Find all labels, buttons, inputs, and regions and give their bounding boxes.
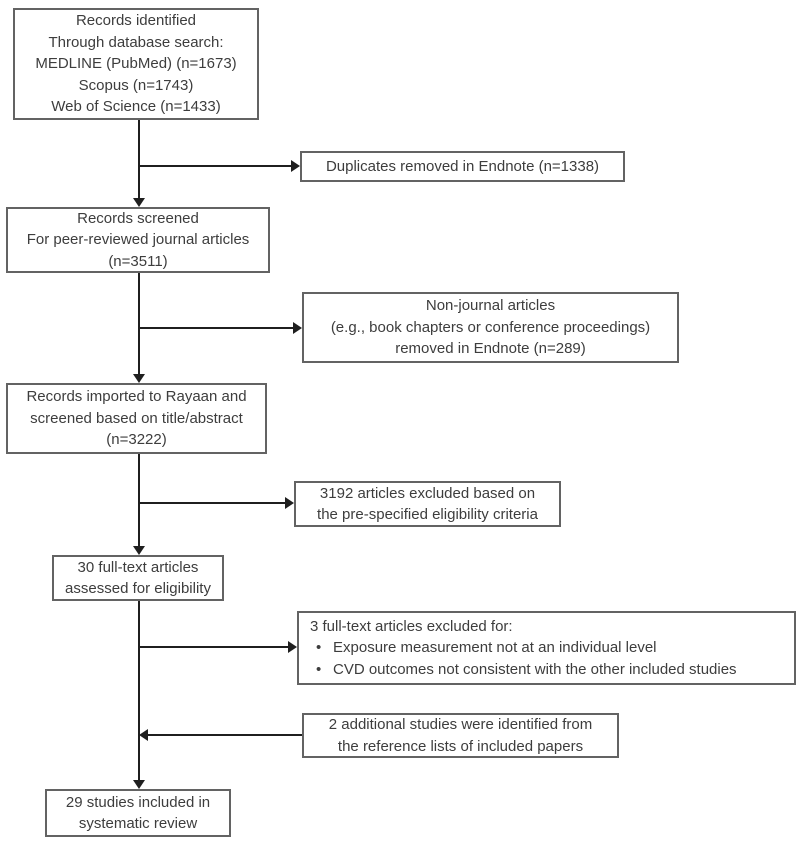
arrow-to-excluded-criteria-head xyxy=(285,497,294,509)
box-text-line: Records identified xyxy=(75,12,197,30)
arrow-identified-to-screened-head xyxy=(133,198,145,207)
box-duplicates-removed: Duplicates removed in Endnote (n=1338) xyxy=(300,151,625,182)
box-text-line: removed in Endnote (n=289) xyxy=(395,340,586,358)
box-text-line: (n=3222) xyxy=(106,431,167,449)
bullet-text: CVD outcomes not consistent with the oth… xyxy=(333,660,737,678)
arrow-identified-to-screened-line xyxy=(138,120,140,198)
bullet-icon: • xyxy=(316,639,322,657)
box-text-line: Records imported to Rayaan and xyxy=(26,388,247,406)
arrow-screened-to-imported-line xyxy=(138,273,140,374)
arrow-from-additional-studies-head xyxy=(139,729,148,741)
box-text-line: assessed for eligibility xyxy=(65,580,211,597)
arrow-to-duplicates-head xyxy=(291,160,300,172)
box-text-line: 3 full-text articles excluded for: xyxy=(310,617,513,635)
arrow-fulltext-to-included-line xyxy=(138,601,140,780)
box-text-line: Duplicates removed in Endnote (n=1338) xyxy=(325,157,600,175)
box-text-line: 30 full-text articles xyxy=(77,558,199,576)
box-fulltext-assessed: 30 full-text articles assessed for eligi… xyxy=(52,555,224,601)
arrow-to-nonjournal-line xyxy=(139,327,293,329)
box-records-imported: Records imported to Rayaan and screened … xyxy=(6,383,267,454)
bullet-text: Exposure measurement not at an individua… xyxy=(333,639,657,657)
box-fulltext-excluded: 3 full-text articles excluded for: • Exp… xyxy=(297,611,796,685)
arrow-screened-to-imported-head xyxy=(133,374,145,383)
arrow-to-nonjournal-head xyxy=(293,322,302,334)
bullet-icon: • xyxy=(316,660,322,678)
bullet-item: • CVD outcomes not consistent with the o… xyxy=(310,659,790,681)
box-text-line: MEDLINE (PubMed) (n=1673) xyxy=(35,55,237,73)
box-text-line: 3192 articles excluded based on xyxy=(319,484,536,502)
box-text-line: For peer-reviewed journal articles xyxy=(26,231,250,249)
box-text-line: Web of Science (n=1433) xyxy=(51,98,221,116)
arrow-to-duplicates-line xyxy=(139,165,291,167)
box-nonjournal-removed: Non-journal articles (e.g., book chapter… xyxy=(302,292,679,363)
arrow-imported-to-fulltext-head xyxy=(133,546,145,555)
arrow-fulltext-to-included-head xyxy=(133,780,145,789)
arrow-from-additional-studies-line xyxy=(148,734,302,736)
arrow-imported-to-fulltext-line xyxy=(138,454,140,546)
box-text-line: the pre-specified eligibility criteria xyxy=(317,506,538,523)
box-text-line: (n=3511) xyxy=(108,252,168,270)
box-text-line: (e.g., book chapters or conference proce… xyxy=(330,318,651,336)
box-text-line: Non-journal articles xyxy=(425,297,556,315)
arrow-to-fulltext-excluded-head xyxy=(288,641,297,653)
box-text-line: Records screened xyxy=(77,209,199,227)
box-text-line: 2 additional studies were identified fro… xyxy=(328,716,593,733)
box-text-line: Through database search: xyxy=(48,33,224,51)
box-text-line: Scopus (n=1743) xyxy=(78,76,194,94)
box-studies-included: 29 studies included in systematic review xyxy=(45,789,231,837)
box-text-line: systematic review xyxy=(78,815,198,832)
bullet-item: • Exposure measurement not at an individ… xyxy=(310,637,790,659)
arrow-to-excluded-criteria-line xyxy=(139,502,285,504)
box-text-line: screened based on title/abstract xyxy=(30,409,243,427)
box-records-screened: Records screened For peer-reviewed journ… xyxy=(6,207,270,273)
box-records-identified: Records identified Through database sear… xyxy=(13,8,259,120)
box-text-line: the reference lists of included papers xyxy=(337,737,584,755)
box-excluded-eligibility-criteria: 3192 articles excluded based on the pre-… xyxy=(294,481,561,527)
arrow-to-fulltext-excluded-line xyxy=(139,646,288,648)
box-text-line: 29 studies included in xyxy=(65,793,211,811)
box-additional-studies: 2 additional studies were identified fro… xyxy=(302,713,619,758)
